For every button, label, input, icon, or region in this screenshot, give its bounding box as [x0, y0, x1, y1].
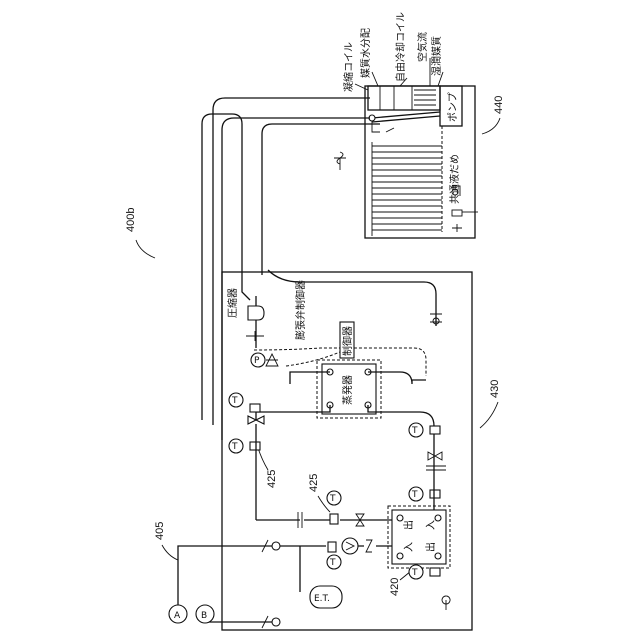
fill-media: [372, 146, 442, 230]
sensor-bulb-1: [250, 404, 260, 412]
compressor-body: [248, 306, 264, 320]
sensor-bulb-3: [430, 426, 440, 434]
sensor-bulb-4: [430, 490, 440, 498]
ref-405-leader: [162, 545, 178, 560]
temp-sensor-4-label: T: [411, 490, 418, 500]
sensor-bulb-6: [328, 542, 336, 552]
temp-sensor-3-label: T: [411, 426, 418, 436]
ref-440-arrow: [482, 118, 500, 134]
connector-a-label: A: [174, 611, 181, 621]
expansion-tank-label: E.T.: [314, 594, 330, 604]
pipe-connector-b: [205, 606, 272, 622]
controller-label: 制御器: [341, 326, 354, 356]
fitting-a: [272, 542, 280, 550]
ref-430: 430: [489, 380, 501, 398]
pressure-sensor-label: P: [254, 356, 260, 366]
temp-sensor-1-label: T: [231, 396, 238, 406]
leader-distributor: [372, 72, 378, 86]
drain-valve: [452, 224, 462, 232]
ref-420: 420: [389, 578, 401, 596]
pipe-free-coil: [262, 124, 380, 275]
label-condenser-coil: 凝縮コイル: [342, 42, 355, 92]
temp-sensor-7-label: T: [411, 568, 418, 578]
pressure-valve: [266, 354, 278, 366]
ref-405: 405: [154, 522, 166, 540]
label-wet-media: 湿潤媒質: [430, 36, 443, 76]
distributor-pipe: [372, 121, 394, 132]
hx-port-1: [397, 515, 403, 521]
label-pump: ポンプ: [447, 92, 459, 122]
drain-fitting: [442, 596, 450, 610]
hx-port-3: [397, 553, 403, 559]
label-compressor: 圧縮器: [226, 288, 239, 318]
label-evaporator: 蒸発器: [341, 375, 354, 405]
ref-425b: 425: [308, 474, 320, 492]
temp-sensor-2-label: T: [231, 442, 238, 452]
figure-ref: 400b: [125, 208, 137, 232]
ref-430-arrow: [480, 402, 498, 428]
sensor-bulb-2: [250, 442, 260, 450]
hx-port-4: [435, 553, 441, 559]
label-sump: 共通液だめ: [448, 154, 461, 204]
pipe-sump-return: [268, 270, 436, 312]
pump-icon: [342, 538, 358, 554]
fan-icon: [334, 152, 346, 170]
pipe-connector-a: [178, 546, 272, 606]
hx-outlet-top: 出: [402, 520, 415, 530]
ref-440: 440: [493, 96, 505, 114]
label-refrigerant-distributor: 媒質水分配: [359, 28, 372, 78]
label-free-cooling-coil: 自由冷却コイル: [394, 12, 407, 82]
connector-b-label: B: [201, 611, 207, 621]
leader-condenser: [355, 84, 368, 90]
label-airflow: 空気流: [416, 32, 429, 62]
fitting-b: [272, 618, 280, 626]
temp-sensor-6-label: T: [329, 558, 336, 568]
check-valve-left: [366, 540, 372, 552]
sensor-bulb-7: [430, 568, 440, 576]
hx-inlet-bottom: 入: [404, 542, 415, 552]
pipe-evap-right: [368, 405, 434, 436]
label-expansion-controller: 膨張弁制御器: [294, 280, 307, 340]
strainer-right: [426, 466, 446, 470]
sensor-bulb-5: [330, 514, 338, 524]
pipe-evap-left: [256, 405, 330, 420]
ref-425a: 425: [266, 470, 278, 488]
temp-sensor-5-label: T: [329, 494, 336, 504]
ref-425a-leader: [258, 448, 268, 470]
sight-glass: [246, 331, 264, 341]
figure-ref-arrow: [136, 240, 155, 258]
check-valve-right: [428, 452, 442, 460]
pipe-loop-mid: [202, 114, 250, 420]
sump-outlet: [452, 210, 462, 216]
pipe-evap-top: [368, 372, 426, 384]
hx-inlet-top: 入: [426, 520, 437, 530]
wet-media-hatch: [414, 90, 436, 105]
hx-outlet-bottom: 出: [424, 542, 437, 552]
